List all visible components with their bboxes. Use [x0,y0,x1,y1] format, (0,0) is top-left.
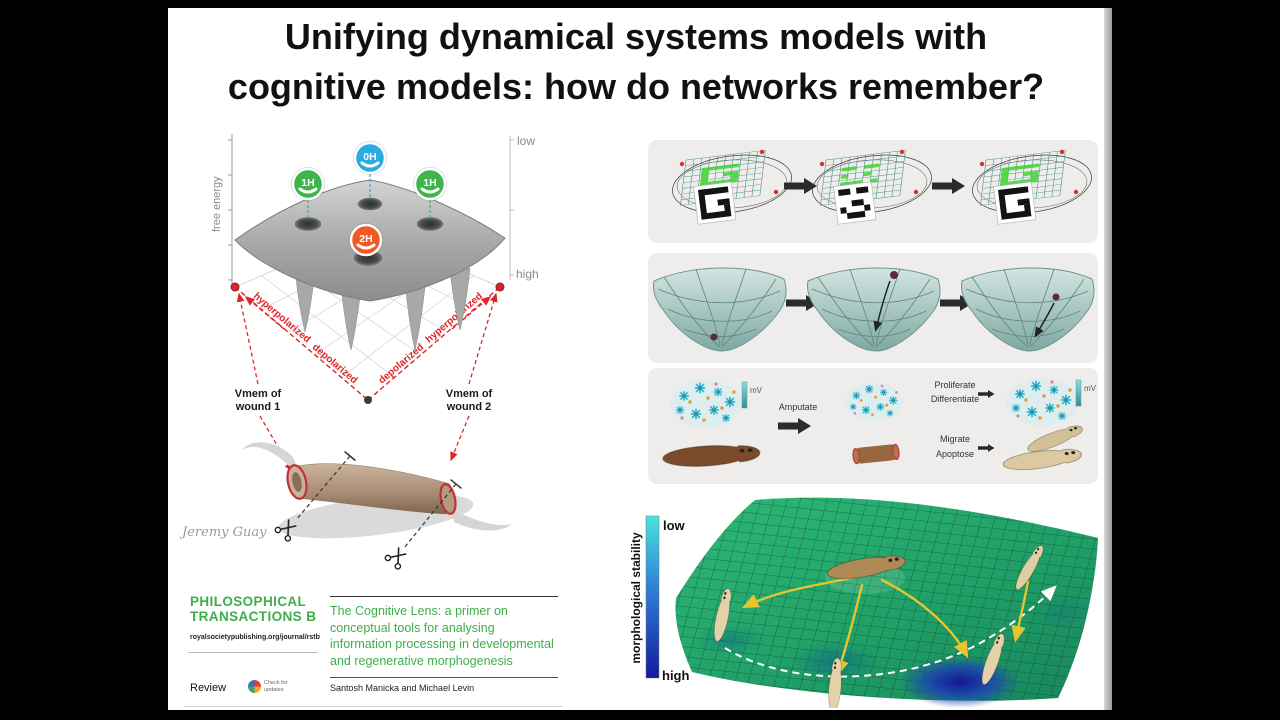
differentiate-label: Differentiate [931,394,979,404]
morphological-stability-figure: low high morphological stability [630,497,1098,708]
review-label: Review [190,682,227,694]
pattern-grid-2 [812,149,932,225]
pattern-completion-figure [672,149,1092,225]
wound1-label-line1: Vmem of [235,388,282,400]
wound1-label-line2: wound 1 [235,401,281,413]
mv-label-right: mV [1084,384,1097,393]
svg-text:2H: 2H [359,233,372,245]
valley-3 [960,267,1095,352]
journal-citation-block: PHILOSOPHICAL TRANSACTIONS B royalsociet… [184,588,562,707]
planarian-whole [660,441,763,471]
wound2-label-line2: wound 2 [446,401,492,413]
svg-text:free energy: free energy [211,176,223,232]
depolarized-left-label: depolarized [310,342,360,386]
journal-brand-line2: TRANSACTIONS B [190,609,317,624]
valley-1 [652,267,787,352]
cell-cluster-left [670,380,742,428]
wound2-corner-dot [495,282,505,292]
wound1-corner-dot [230,282,240,292]
right-arrow-icon [978,390,995,398]
journal-brand: PHILOSOPHICAL TRANSACTIONS B [190,594,316,624]
article-title: The Cognitive Lens: a primer on conceptu… [330,604,554,668]
scale-low-label: low [517,134,535,148]
svg-text:1H: 1H [301,177,314,189]
pattern-grid-3 [972,149,1092,225]
journal-brand-line1: PHILOSOPHICAL [190,594,307,609]
journal-url: royalsocietypublishing.org/journal/rstb [190,634,320,641]
right-arrow-icon [978,444,995,452]
right-arrow-icon [932,178,965,194]
mv-label-left: mV [750,386,763,395]
mv-colorbar-right [1075,379,1082,407]
frame-edge-strip [1104,8,1112,710]
attractor-badge-1h-left: 1H [291,167,325,201]
planarian-fragment [852,443,900,465]
check-for-updates-icon [248,680,261,693]
svg-text:1H: 1H [423,177,436,189]
cell-regeneration-panel: mV Amputate Proliferate Differentiate Mi… [648,368,1098,484]
attractor-badge-1h-right: 1H [413,167,447,201]
check-for-updates-badge: Check for updates [248,680,298,693]
article-authors: Santosh Manicka and Michael Levin [330,677,558,693]
cell-cluster-right [1006,378,1078,426]
scissors-icon [383,543,411,570]
stability-low-label: low [663,518,686,533]
divider [188,652,318,653]
mv-colorbar-left [741,381,748,409]
attractor-badge-0h: 0H [353,141,387,175]
stability-colorbar [645,515,660,679]
wound2-label-line1: Vmem of [446,388,493,400]
depolarized-corner-dot [364,396,372,404]
apoptose-label: Apoptose [936,449,974,459]
right-arrow-icon [778,418,811,434]
check-for-updates-label: Check for updates [264,680,288,693]
attractor-valley-panel [648,253,1098,363]
free-energy-axis: free energy low high [211,134,539,286]
slide: Unifying dynamical systems models with c… [168,8,1104,710]
right-arrow-icon [784,178,817,194]
scale-high-label: high [516,267,539,281]
energy-landscape-figure: free energy low high hyperpolarized depo… [180,134,539,570]
migrate-label: Migrate [940,434,970,444]
stability-high-label: high [662,668,689,683]
attractor-badge-2h: 2H [349,223,383,257]
cell-regeneration-figure: mV Amputate Proliferate Differentiate Mi… [660,368,1097,475]
amputate-label: Amputate [779,402,818,412]
slide-title-line1: Unifying dynamical systems models with [284,16,988,57]
stability-axis-label: morphological stability [630,532,643,664]
cell-cluster-middle [845,383,903,421]
attractor-valley-figure [652,267,1095,352]
planarian-amputation-illustration [242,442,512,570]
slide-title: Unifying dynamical systems models with c… [168,12,1104,112]
article-citation: The Cognitive Lens: a primer on conceptu… [330,596,558,693]
valley-2 [806,267,941,352]
svg-text:0H: 0H [363,151,376,163]
slide-title-line2: cognitive models: how do networks rememb… [227,66,1045,107]
depolarized-right-label: depolarized [377,342,426,386]
proliferate-label: Proliferate [934,380,975,390]
pattern-grid-1 [672,149,792,225]
artist-credit: Jeremy Guay [180,525,267,540]
morphospace-surface [675,497,1098,708]
pattern-completion-panel [648,140,1098,243]
vmem-callouts: Vmem of wound 1 Vmem of wound 2 [235,292,498,473]
